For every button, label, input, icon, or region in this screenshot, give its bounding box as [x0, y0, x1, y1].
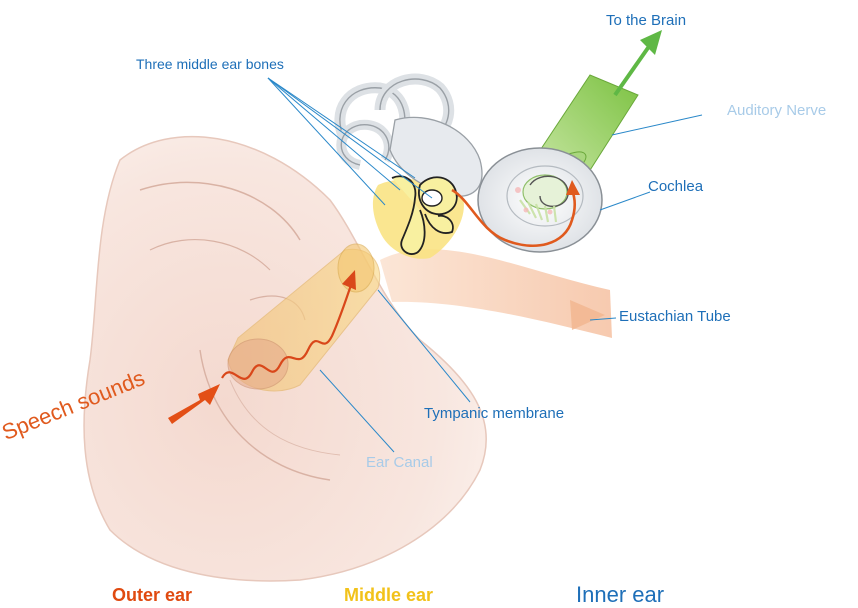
- label-to-brain: To the Brain: [606, 12, 686, 29]
- section-outer-ear: Outer ear: [112, 585, 192, 606]
- section-inner-ear: Inner ear: [576, 582, 664, 608]
- label-tympanic-membrane: Tympanic membrane: [424, 405, 564, 422]
- brain-arrow: [615, 30, 662, 95]
- section-middle-ear: Middle ear: [344, 585, 433, 606]
- label-auditory-nerve: Auditory Nerve: [727, 102, 826, 119]
- label-eustachian-tube: Eustachian Tube: [619, 308, 731, 325]
- label-ear-canal: Ear Canal: [366, 454, 433, 471]
- eustachian-tube-shape: [380, 249, 612, 338]
- label-cochlea: Cochlea: [648, 178, 703, 195]
- label-middle-ear-bones: Three middle ear bones: [136, 56, 284, 72]
